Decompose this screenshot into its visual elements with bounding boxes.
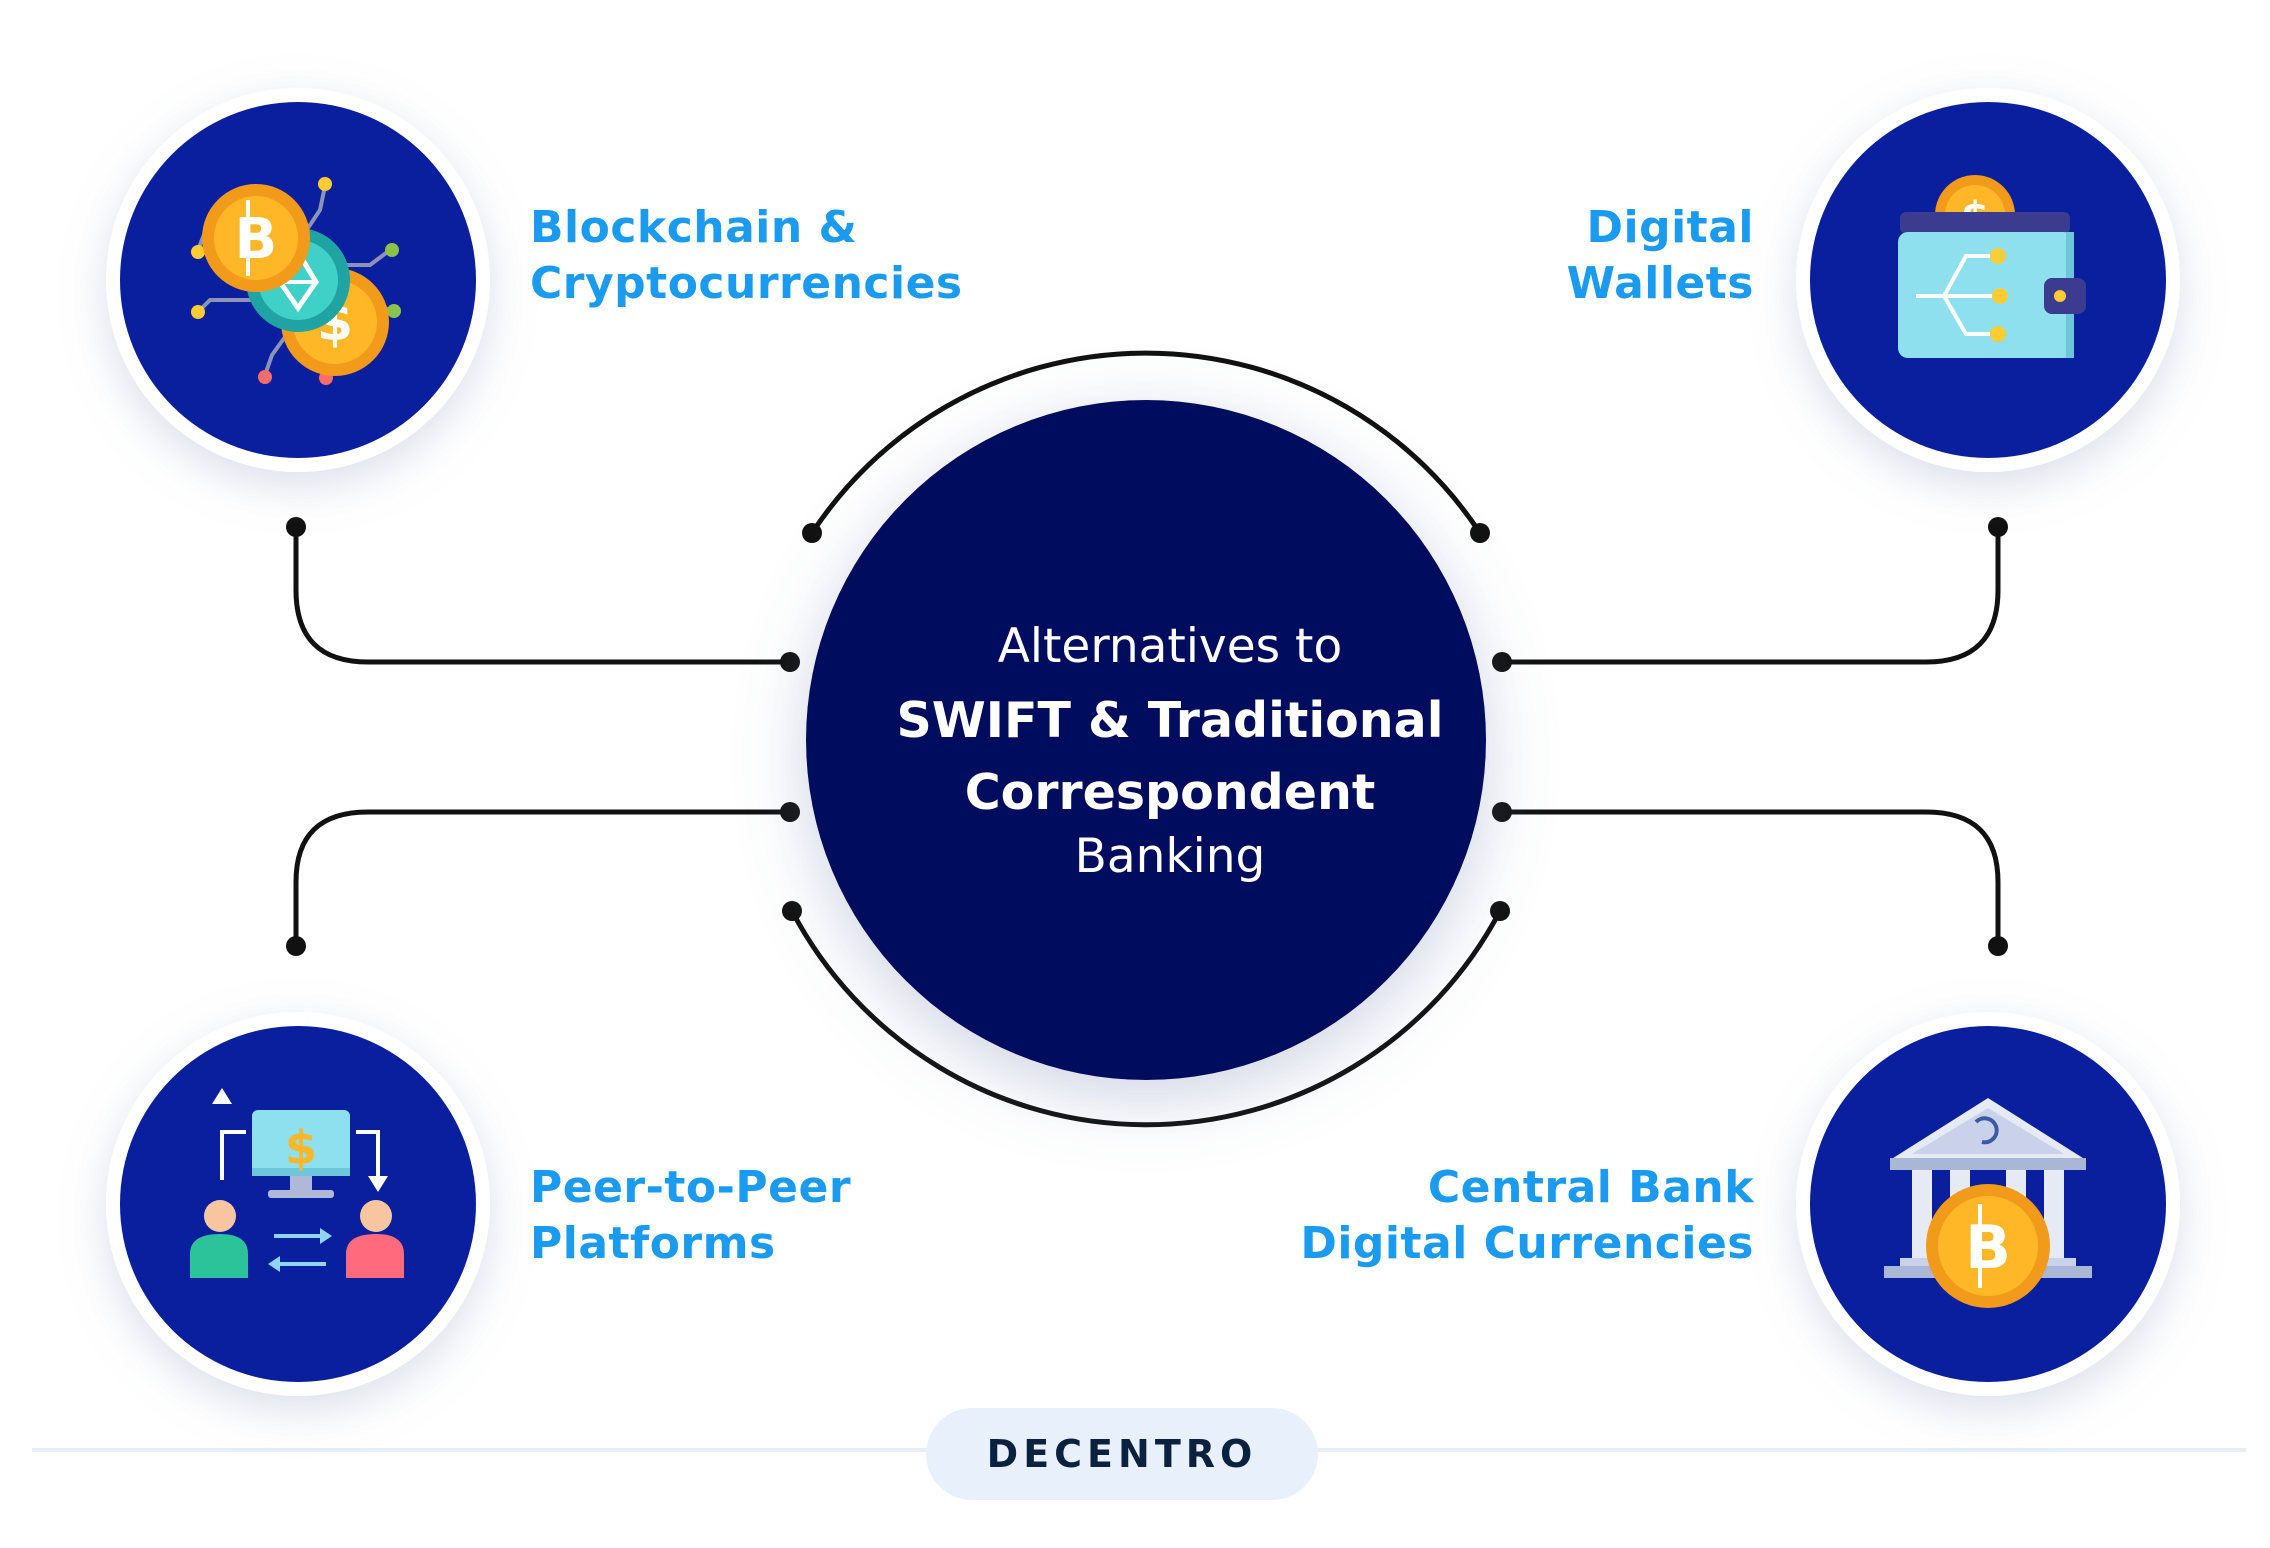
central-bank-bitcoin-icon: B [1884,1098,2092,1308]
node-blockchain: $ B [106,88,490,472]
center-arcs [789,350,1503,1128]
arc-endpoints [782,523,1510,921]
node-cbdc: B [1796,1012,2180,1396]
label-blockchain-line-1: Blockchain & [530,202,858,253]
connector-bottom-left [293,809,790,946]
label-cbdc: Central Bank Digital Currencies [1300,1160,1754,1272]
svg-text:B: B [235,207,278,272]
label-p2p-line-2: Platforms [530,1218,776,1269]
label-blockchain: Blockchain & Cryptocurrencies [530,200,963,312]
brand-pill: DECENTRO [926,1408,1318,1500]
connector-bottom-right [1502,809,2001,946]
label-p2p: Peer-to-Peer Platforms [530,1160,851,1272]
svg-text:B: B [1965,1213,2011,1283]
center-title: Alternatives to SWIFT & Traditional Corr… [890,614,1450,890]
peer-transfer-icon: $ [190,1088,404,1278]
connector-top-right [1502,527,2001,665]
top-arc [809,350,1483,535]
connector-top-left [293,527,790,665]
connector-endpoints [286,517,2008,956]
center-line-1: Alternatives to [997,619,1343,674]
bottom-arc [789,909,1503,1128]
svg-text:$: $ [285,1121,317,1175]
label-digital-wallets: Digital Wallets [1567,200,1754,312]
label-p2p-line-1: Peer-to-Peer [530,1162,852,1213]
label-wallets-line-2: Wallets [1566,258,1754,309]
center-line-2: SWIFT & Traditional [896,692,1444,749]
digital-wallet-icon: $ [1898,175,2086,358]
label-cbdc-line-1: Central Bank [1427,1162,1754,1213]
center-line-3: Correspondent [964,764,1376,821]
center-circle [806,400,1486,1080]
label-cbdc-line-2: Digital Currencies [1300,1218,1754,1269]
center-line-4: Banking [1074,829,1266,884]
crypto-coins-icon: $ B [191,177,401,385]
brand-logo: DECENTRO [986,1432,1258,1476]
label-wallets-line-1: Digital [1586,202,1754,253]
node-digital-wallets: $ [1796,88,2180,472]
label-blockchain-line-2: Cryptocurrencies [530,258,963,309]
node-p2p: $ [106,1012,490,1396]
connectors [293,527,2001,946]
